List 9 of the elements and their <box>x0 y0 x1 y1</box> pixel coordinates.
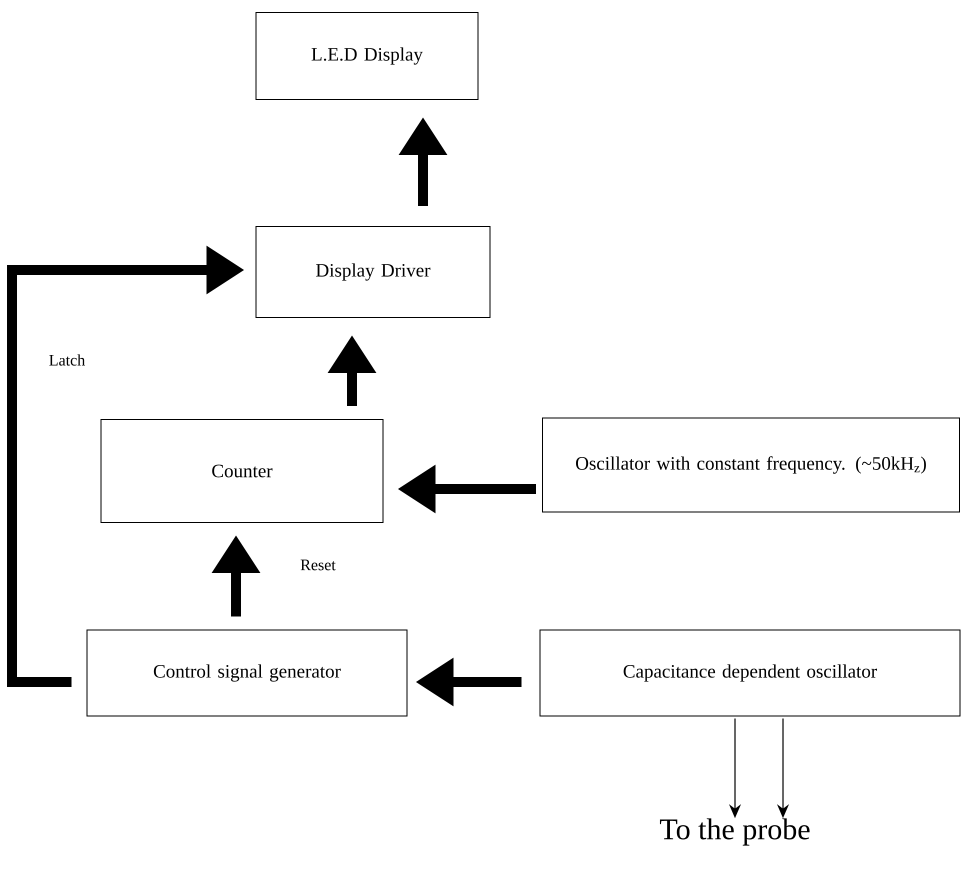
process-box: Counter <box>100 419 384 523</box>
edge-label: Latch <box>46 352 88 368</box>
edge-label: Reset <box>298 558 338 572</box>
process-box: Control signal generator <box>86 630 408 716</box>
process-box: Oscillator with constant frequency. (~50kH$_{z}$) <box>542 418 960 512</box>
process-box: Capacitance dependent oscillator <box>540 630 960 716</box>
process-box: L.E.D Display <box>256 12 478 100</box>
text-label: To the probe <box>660 818 810 846</box>
process-box: Display Driver <box>256 226 490 318</box>
